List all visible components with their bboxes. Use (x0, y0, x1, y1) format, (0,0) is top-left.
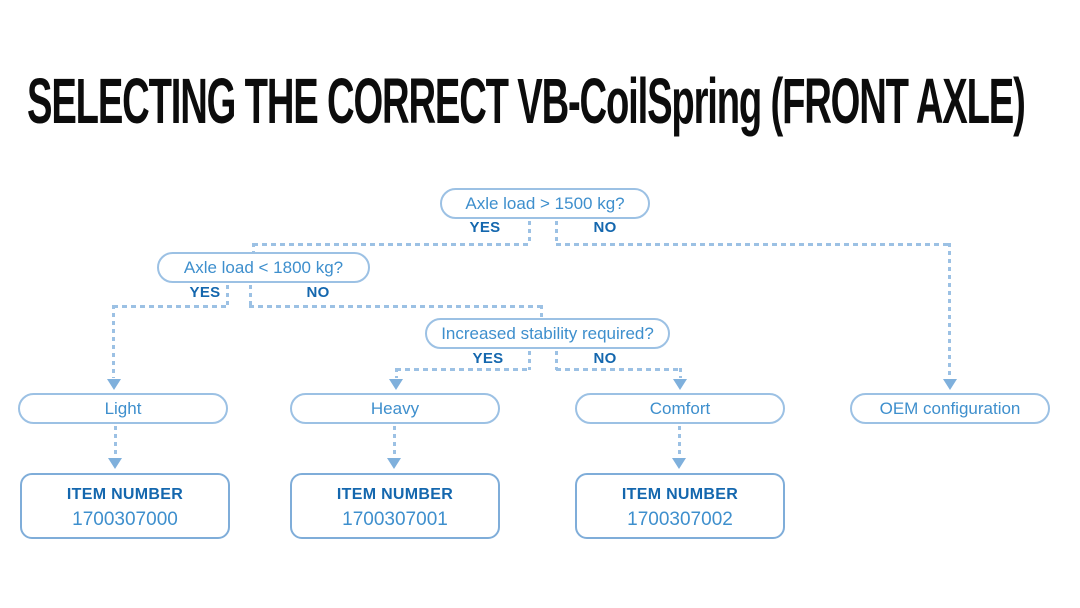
result-comfort: Comfort (575, 393, 785, 424)
item-box-comfort-heading: ITEM NUMBER (621, 486, 739, 503)
decision-axle-load-1500-yes-label: YES (469, 219, 501, 236)
arrow-into-light-icon (107, 379, 121, 390)
result-heavy: Heavy (290, 393, 500, 424)
result-heavy-label: Heavy (370, 398, 420, 418)
result-comfort-label: Comfort (649, 398, 711, 418)
item-box-heavy-number: 1700307001 (342, 509, 448, 530)
arrow-into-item-1700307001-icon (387, 458, 401, 469)
item-box-comfort: ITEM NUMBER 1700307002 (575, 473, 785, 539)
item-box-heavy: ITEM NUMBER 1700307001 (290, 473, 500, 539)
item-box-heavy-heading: ITEM NUMBER (336, 486, 454, 503)
item-box-light-heading: ITEM NUMBER (66, 486, 184, 503)
connector-d3-no-horizontal (556, 368, 682, 371)
connector-d2-no-horizontal (249, 305, 543, 308)
connector-d1-no-stub (555, 221, 558, 245)
connector-d2-no-stub (249, 285, 252, 307)
decision-axle-load-1500: Axle load > 1500 kg? (440, 188, 650, 219)
arrow-into-comfort-icon (673, 379, 687, 390)
item-box-light-number: 1700307000 (72, 509, 178, 530)
connector-d2-yes-drop (112, 305, 115, 378)
result-oem-configuration: OEM configuration (850, 393, 1050, 424)
connector-d3-yes-drop (395, 368, 398, 378)
connector-d2-yes-stub (226, 285, 229, 307)
item-box-comfort-number: 1700307002 (627, 509, 733, 530)
decision-axle-load-1800-yes-label: YES (189, 284, 221, 301)
decision-axle-load-1500-label: Axle load > 1500 kg? (465, 193, 625, 213)
decision-axle-load-1800: Axle load < 1800 kg? (157, 252, 370, 283)
connector-heavy-to-item (393, 426, 396, 457)
arrow-into-item-1700307002-icon (672, 458, 686, 469)
decision-axle-load-1500-no-label: NO (593, 219, 617, 236)
arrow-into-oem-icon (943, 379, 957, 390)
connector-d3-no-stub (555, 351, 558, 370)
decision-axle-load-1800-no-label: NO (306, 284, 330, 301)
connector-d1-yes-horizontal (253, 243, 530, 246)
connector-d1-no-horizontal (556, 243, 951, 246)
decision-axle-load-1800-label: Axle load < 1800 kg? (183, 257, 344, 277)
connector-d1-no-drop (948, 243, 951, 378)
arrow-into-heavy-icon (389, 379, 403, 390)
page-title: SELECTING THE CORRECT VB-CoilSpring (FRO… (27, 67, 1026, 138)
connector-d2-no-drop (540, 305, 543, 318)
connector-comfort-to-item (678, 426, 681, 457)
connector-d1-yes-drop (252, 243, 255, 253)
arrow-into-item-1700307000-icon (108, 458, 122, 469)
result-oem-configuration-label: OEM configuration (879, 398, 1021, 418)
connector-d3-no-drop (679, 368, 682, 378)
connector-light-to-item (114, 426, 117, 457)
connector-d3-yes-stub (528, 351, 531, 370)
connector-d1-yes-stub (528, 221, 531, 245)
decision-stability: Increased stability required? (425, 318, 670, 349)
connector-d3-yes-horizontal (396, 368, 531, 371)
result-light-label: Light (104, 398, 142, 418)
decision-stability-no-label: NO (593, 350, 617, 367)
decision-stability-label: Increased stability required? (441, 323, 654, 343)
connector-d2-yes-horizontal (113, 305, 229, 308)
result-light: Light (18, 393, 228, 424)
decision-stability-yes-label: YES (472, 350, 504, 367)
item-box-light: ITEM NUMBER 1700307000 (20, 473, 230, 539)
